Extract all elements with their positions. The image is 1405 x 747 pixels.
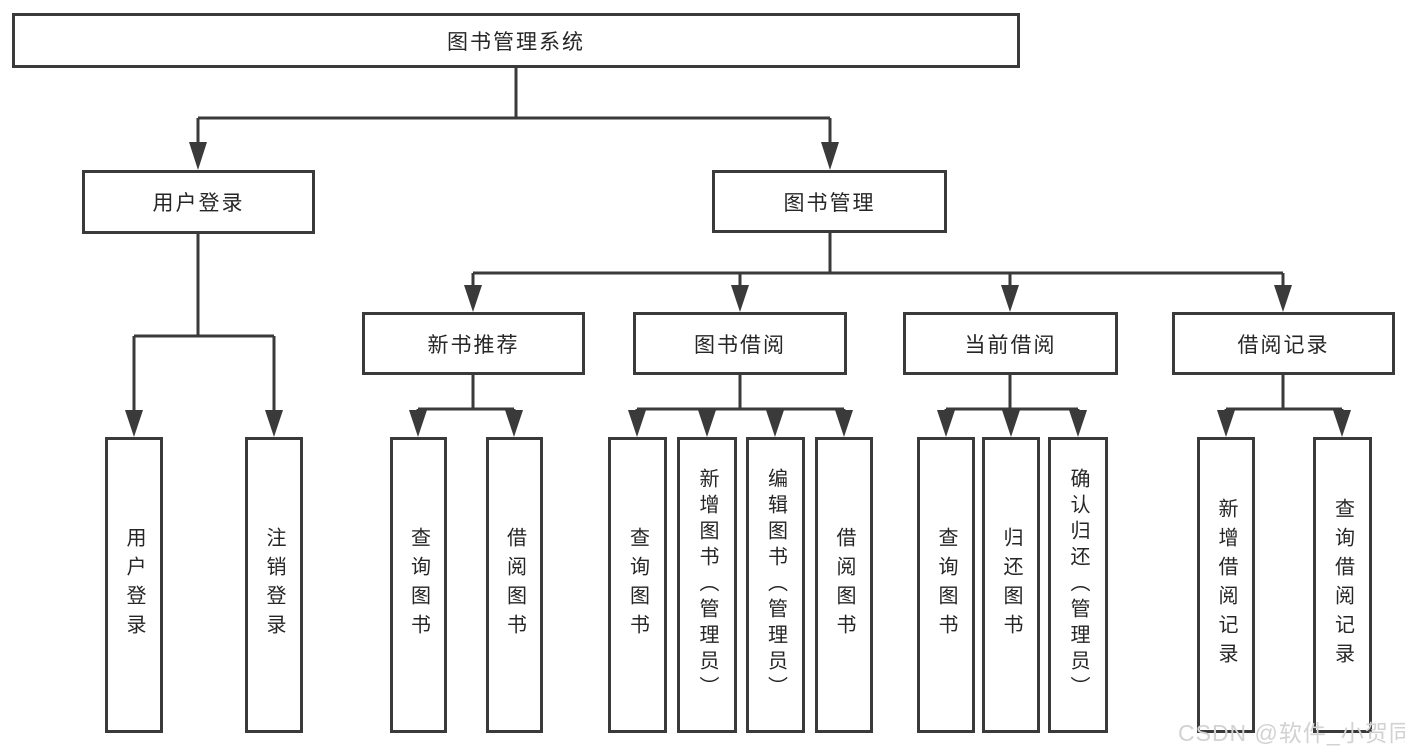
leaf-confirm-return-admin: 确认归还（管理员）	[1048, 437, 1108, 733]
leaf-borrow-books-recommend: 借阅图书	[486, 437, 543, 733]
leaf-add-borrow-record: 新增借阅记录	[1197, 437, 1255, 733]
leaf-borrow-books-borrowing: 借阅图书	[815, 437, 873, 733]
node-current-borrowing: 当前借阅	[903, 312, 1118, 375]
leaf-user-login: 用户登录	[105, 437, 163, 733]
csdn-watermark: CSDN @软件_小贺同学	[1178, 720, 1405, 746]
node-borrowing-records: 借阅记录	[1172, 312, 1395, 375]
leaf-query-books-current: 查询图书	[917, 437, 975, 733]
leaf-edit-books-admin: 编辑图书（管理员）	[746, 437, 805, 733]
node-book-management: 图书管理	[712, 170, 947, 233]
leaf-query-books-recommend: 查询图书	[390, 437, 447, 733]
leaf-query-borrow-record: 查询借阅记录	[1313, 437, 1372, 733]
node-user-login: 用户登录	[82, 170, 315, 234]
node-system-root: 图书管理系统	[12, 13, 1020, 68]
node-book-borrowing: 图书借阅	[633, 312, 847, 375]
leaf-add-books-admin: 新增图书（管理员）	[677, 437, 737, 733]
leaf-return-books: 归还图书	[982, 437, 1040, 733]
leaf-query-books-borrowing: 查询图书	[608, 437, 667, 733]
node-new-book-recommend: 新书推荐	[362, 312, 585, 375]
leaf-logout: 注销登录	[245, 437, 303, 733]
